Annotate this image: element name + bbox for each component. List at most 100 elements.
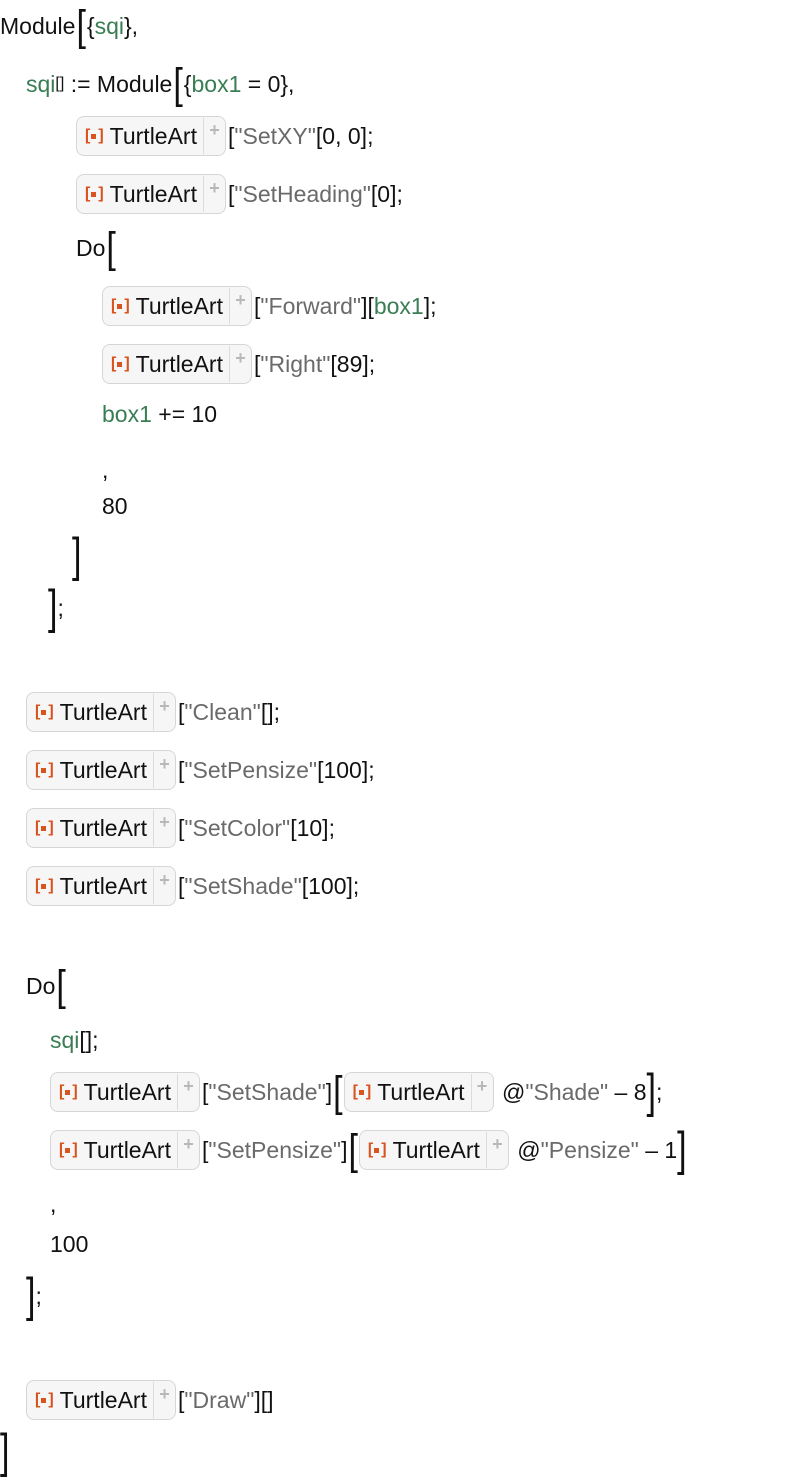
method-args: [0, 0]; <box>315 122 374 149</box>
method-string: "Clean" <box>184 698 261 725</box>
expand-plus-icon[interactable]: + <box>152 868 175 904</box>
turtleart-object-box[interactable]: []TurtleArt+ <box>50 1072 200 1112</box>
code-line-setheading: []TurtleArt+["SetHeading"[0]; <box>76 170 403 218</box>
code-line-separator: , <box>102 446 108 494</box>
code-line-setpensize: []TurtleArt+["SetPensize"[100]; <box>26 746 375 794</box>
object-label: TurtleArt <box>135 292 223 319</box>
expand-plus-icon[interactable]: + <box>152 1382 175 1418</box>
method-string: "SetShade" <box>208 1078 326 1105</box>
expand-plus-icon[interactable]: + <box>176 1074 199 1110</box>
delta: – 1 <box>645 1136 678 1163</box>
close-bracket: ] <box>72 528 82 582</box>
code-line-inner-do: Do[ <box>76 224 117 272</box>
expand-plus-icon[interactable]: + <box>176 1132 199 1168</box>
close-bracket: ] <box>646 1064 656 1118</box>
expand-plus-icon[interactable]: + <box>202 176 225 212</box>
bracket: [ <box>201 1078 209 1105</box>
turtleart-object-box[interactable]: [] TurtleArt+ <box>102 286 252 326</box>
init-value: = 0 <box>247 70 281 97</box>
expand-plus-icon[interactable]: + <box>228 346 251 382</box>
brace-comma: }, <box>280 70 295 97</box>
object-icon: [] <box>111 355 130 372</box>
property-string: "Pensize" <box>540 1136 639 1163</box>
turtleart-object-box[interactable]: [] TurtleArt+ <box>50 1130 200 1170</box>
code-line-loop-setpensize: []TurtleArt+["SetPensize"][[]TurtleArt+ … <box>50 1123 687 1176</box>
brace-comma: }, <box>123 12 139 39</box>
bracket: [ <box>227 122 235 149</box>
object-icon: [] <box>35 1391 54 1408</box>
code-line-close-module: ]; <box>48 581 64 634</box>
turtleart-object-box[interactable]: []TurtleArt+ <box>76 116 226 156</box>
expand-plus-icon[interactable]: + <box>152 694 175 730</box>
expand-plus-icon[interactable]: + <box>152 752 175 788</box>
open-bracket: [ <box>56 962 66 1010</box>
call-suffix: []; <box>79 1026 99 1053</box>
box1-symbol: box1 <box>102 400 152 427</box>
iteration-count: 100 <box>50 1230 89 1257</box>
code-line-setcolor: []TurtleArt+["SetColor"[10]; <box>26 804 335 852</box>
turtleart-object-box[interactable]: []TurtleArt+ <box>26 808 176 848</box>
bracket: [ <box>177 1386 185 1413</box>
code-line-clean: []TurtleArt+["Clean"[]; <box>26 688 280 736</box>
method-args: [100]; <box>301 872 360 899</box>
turtleart-object-box[interactable]: []TurtleArt+ <box>358 1130 509 1170</box>
method-args: [89]; <box>330 350 376 377</box>
comma: , <box>50 1190 57 1217</box>
bracket: [ <box>177 698 185 725</box>
delta: – 8 <box>614 1078 647 1105</box>
code-line-close-do: ] <box>72 529 81 582</box>
code-line-module: Module[{sqi}, <box>0 2 138 50</box>
bracket: [ <box>253 350 261 377</box>
expand-plus-icon[interactable]: + <box>202 118 225 154</box>
object-icon: [] <box>367 1141 387 1158</box>
increment-op: += 10 <box>158 400 218 427</box>
code-line-sqi-call: sqi[]; <box>50 1016 99 1064</box>
turtleart-object-box[interactable]: []TurtleArt+ <box>26 1380 176 1420</box>
suffix: ]; <box>423 292 437 319</box>
method-string: "Right" <box>260 350 331 377</box>
method-string: "SetColor" <box>184 814 291 841</box>
code-line-outer-separator: , <box>50 1180 56 1228</box>
object-icon: [] <box>35 761 54 778</box>
turtleart-object-box[interactable]: []TurtleArt+ <box>26 866 176 906</box>
local-symbol-sqi: sqi <box>94 12 124 39</box>
object-label: TurtleArt <box>377 1078 465 1105</box>
code-line-outer-do: Do[ <box>26 962 67 1010</box>
semicolon: ; <box>57 594 64 621</box>
expand-plus-icon[interactable]: + <box>470 1074 493 1110</box>
object-label: TurtleArt <box>83 1078 171 1105</box>
bracket: ][ <box>361 292 374 319</box>
bracket: [ <box>227 180 235 207</box>
turtleart-object-box[interactable]: []TurtleArt+ <box>102 344 252 384</box>
code-line-right: []TurtleArt+["Right"[89]; <box>102 340 375 388</box>
object-label: TurtleArt <box>109 180 197 207</box>
turtleart-object-box[interactable]: []TurtleArt+ <box>26 750 176 790</box>
set-delayed-op: := <box>70 70 91 97</box>
object-icon: [] <box>59 1141 78 1158</box>
bracket: ] <box>325 1078 333 1105</box>
sqi-symbol: sqi <box>26 70 56 97</box>
expand-plus-icon[interactable]: + <box>152 810 175 846</box>
property-string: "Shade" <box>525 1078 609 1105</box>
turtleart-object-box[interactable]: []TurtleArt+ <box>26 692 176 732</box>
code-line-close-outer-do: ]; <box>26 1269 42 1322</box>
code-line-draw: []TurtleArt+["Draw"][] <box>26 1376 274 1424</box>
object-label: TurtleArt <box>83 1136 171 1163</box>
method-args: [] <box>260 1386 274 1413</box>
method-string: "SetPensize" <box>208 1136 342 1163</box>
method-string: "SetHeading" <box>234 180 371 207</box>
at-operator: @ <box>501 1078 526 1105</box>
brace: { <box>86 12 95 39</box>
iteration-count: 80 <box>102 492 128 519</box>
expand-plus-icon[interactable]: + <box>485 1132 508 1168</box>
open-bracket: [ <box>333 1068 343 1116</box>
turtleart-object-box[interactable]: []TurtleArt+ <box>343 1072 494 1112</box>
open-bracket: [ <box>173 60 183 108</box>
object-label: TurtleArt <box>59 698 147 725</box>
object-icon: [] <box>111 297 130 314</box>
object-icon: [] <box>85 127 104 144</box>
code-line-outer-iterations: 100 <box>50 1220 88 1268</box>
open-bracket: [ <box>106 224 116 272</box>
turtleart-object-box[interactable]: []TurtleArt+ <box>76 174 226 214</box>
expand-plus-icon[interactable]: + <box>228 288 251 324</box>
